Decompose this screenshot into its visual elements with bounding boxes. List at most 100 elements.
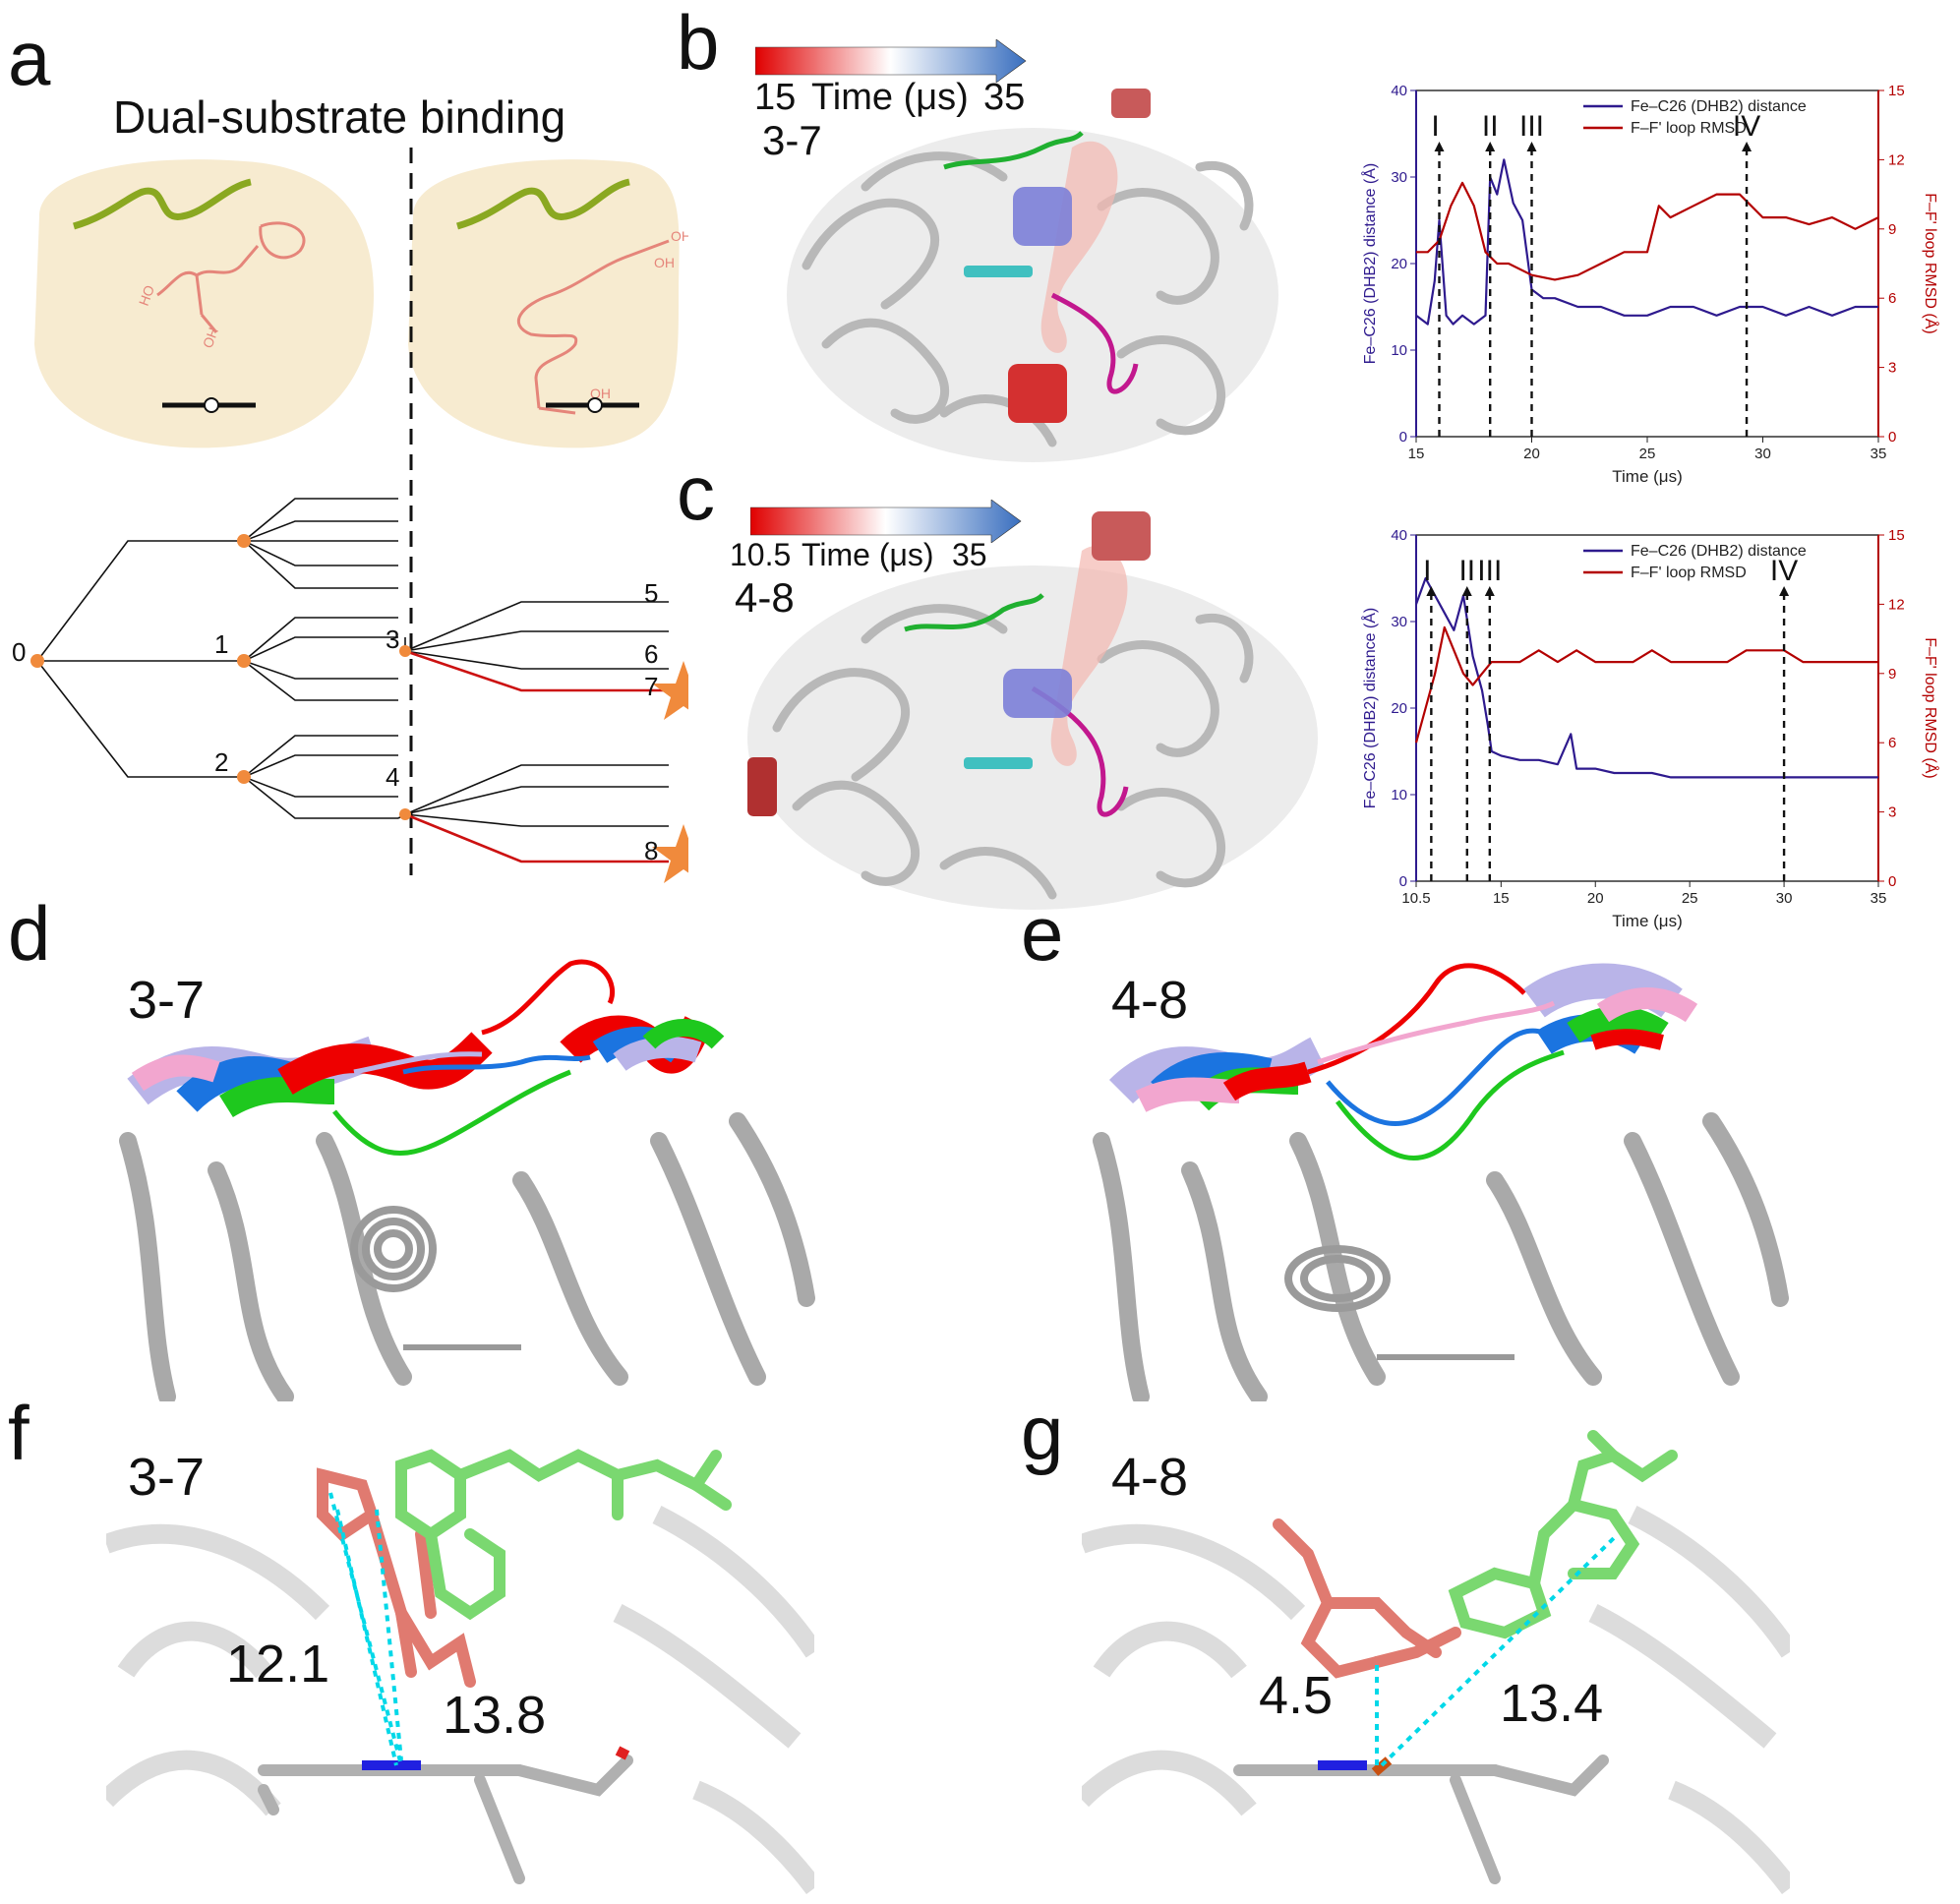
x-tick-label: 20 <box>1587 890 1604 907</box>
x-tick-label: 35 <box>1871 446 1887 462</box>
heme-iron-right <box>587 397 603 413</box>
event-marker-arrow <box>1426 586 1437 596</box>
binding-pocket-right <box>408 159 680 448</box>
substrate-right <box>517 239 670 415</box>
tree-label-1: 1 <box>214 629 229 659</box>
y2-tick-label: 15 <box>1888 527 1905 544</box>
tree-label-7: 7 <box>644 672 659 701</box>
x-tick-label: 30 <box>1776 890 1793 907</box>
y-tick-label: 30 <box>1391 169 1407 186</box>
panel-c-letter: c <box>677 449 715 536</box>
event-marker-label: II <box>1482 110 1499 143</box>
ff-loop-right <box>456 178 630 230</box>
trajectory-label-g: 4-8 <box>1111 1448 1189 1507</box>
series-rmsd-line <box>1414 625 1878 744</box>
legend-entry: Fe–C26 (DHB2) distance <box>1631 543 1807 560</box>
x-tick-label: 10.5 <box>1401 890 1430 907</box>
binding-site-f <box>106 1449 814 1895</box>
y2-tick-label: 3 <box>1888 804 1896 821</box>
y-tick-label: 10 <box>1391 787 1407 803</box>
trajectory-tree <box>36 498 669 827</box>
node-parent-1 <box>237 534 251 548</box>
event-marker-label: I <box>1431 110 1439 143</box>
y2-tick-label: 3 <box>1888 360 1896 377</box>
event-marker-arrow <box>1461 586 1472 596</box>
distance-label-g-2: 13.4 <box>1500 1674 1604 1733</box>
y2-tick-label: 9 <box>1888 221 1896 238</box>
binding-site-g <box>1082 1430 1790 1895</box>
event-marker-label: III <box>1477 555 1502 587</box>
y2-tick-label: 6 <box>1888 290 1896 307</box>
y2-tick-label: 0 <box>1888 429 1896 446</box>
node-1 <box>237 654 251 668</box>
node-0 <box>30 654 44 668</box>
x-tick-label: 30 <box>1754 446 1771 462</box>
tree-label-0: 0 <box>12 637 27 667</box>
event-marker-arrow <box>1526 142 1537 151</box>
time-bar-start-b: 15 <box>754 77 797 118</box>
panel-b-letter: b <box>677 0 720 86</box>
node-3 <box>399 645 411 657</box>
time-gradient-arrow-b <box>755 39 1027 83</box>
star-icon-8 <box>652 824 688 883</box>
distance-label-g-1: 4.5 <box>1259 1666 1334 1725</box>
loop-overlay-d <box>119 959 815 1401</box>
legend-entry: F–F' loop RMSD <box>1631 565 1747 581</box>
panel-e-letter: e <box>1021 890 1064 977</box>
distance-label-f-1: 12.1 <box>226 1635 330 1694</box>
x-tick-label: 15 <box>1493 890 1510 907</box>
node-2 <box>237 770 251 784</box>
tree-label-6: 6 <box>644 639 659 669</box>
tree-label-5: 5 <box>644 578 659 608</box>
x-tick-label: 25 <box>1639 446 1656 462</box>
protein-structure-b <box>787 89 1278 462</box>
y2-tick-label: 15 <box>1888 83 1905 99</box>
event-marker-arrow <box>1484 586 1495 596</box>
panel-a-title: Dual-substrate binding <box>113 91 566 143</box>
y-tick-label: 40 <box>1391 83 1407 99</box>
panel-g-letter: g <box>1021 1390 1064 1476</box>
tree-label-3: 3 <box>386 625 400 654</box>
time-bar-label-b: Time (μs) <box>811 77 969 118</box>
branch-4-8 <box>404 812 669 863</box>
legend-entry: F–F' loop RMSD <box>1631 120 1747 137</box>
svg-text:OH: OH <box>590 386 611 401</box>
panel-a-letter: a <box>8 15 51 101</box>
panel-f-letter: f <box>8 1390 30 1476</box>
trajectory-label-e: 4-8 <box>1111 971 1189 1030</box>
y-tick-label: 10 <box>1391 342 1407 359</box>
y-axis-label: Fe–C26 (DHB2) distance (Å) <box>1360 163 1379 365</box>
event-marker-arrow <box>1742 142 1752 151</box>
event-marker-label: II <box>1458 555 1475 587</box>
y2-tick-label: 12 <box>1888 596 1905 613</box>
y2-tick-label: 9 <box>1888 666 1896 683</box>
branch-3-7 <box>404 649 669 692</box>
binding-pocket-left <box>34 159 374 448</box>
x-tick-label: 20 <box>1523 446 1540 462</box>
loop-green-c <box>904 593 1044 632</box>
svg-text:OH: OH <box>654 255 675 270</box>
trajectory-label-f: 3-7 <box>128 1448 206 1507</box>
event-marker-label: IV <box>1733 110 1760 143</box>
y-tick-label: 20 <box>1391 256 1407 272</box>
event-marker-label: I <box>1423 555 1431 587</box>
x-tick-label: 15 <box>1408 446 1425 462</box>
ff-loop-left <box>73 178 252 230</box>
trajectory-label-b: 3-7 <box>762 117 822 163</box>
svg-text:HO: HO <box>136 283 157 308</box>
svg-text:OH: OH <box>671 228 688 244</box>
series-fe-c26-line <box>1414 576 1878 779</box>
protein-structure-c <box>747 511 1318 910</box>
loop-overlay-e <box>1093 963 1789 1401</box>
loop-green-b <box>943 131 1084 170</box>
series-fe-c26-line <box>1415 158 1878 326</box>
y-tick-label: 20 <box>1391 700 1407 717</box>
time-bar-end-b: 35 <box>983 77 1026 118</box>
tree-label-4: 4 <box>386 762 400 792</box>
star-icon-7 <box>652 661 688 720</box>
event-marker-arrow <box>1434 142 1445 151</box>
distance-label-f-2: 13.8 <box>443 1686 547 1745</box>
x-axis-label: Time (μs) <box>1612 467 1683 486</box>
